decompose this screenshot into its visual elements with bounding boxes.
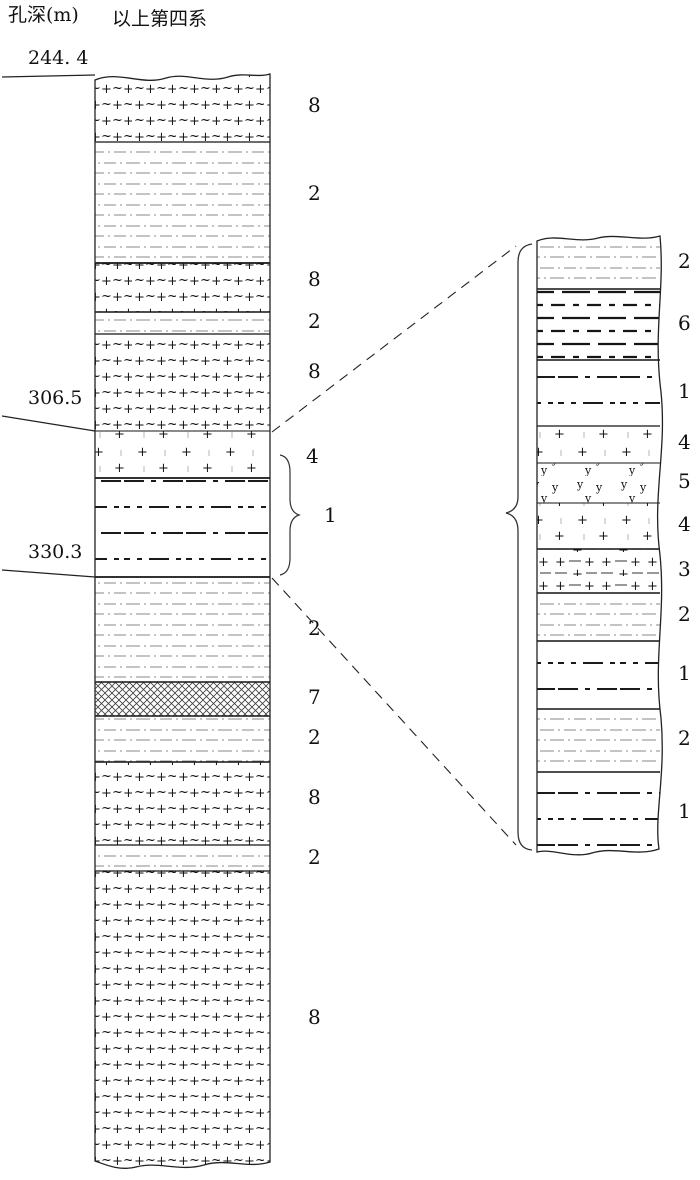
- detail-layer-label: 1: [678, 799, 691, 823]
- quaternary-note: 以上第四系: [112, 8, 207, 30]
- zoom-leader-top: [271, 245, 517, 433]
- main-layer-10: [95, 762, 270, 845]
- main-layer-1: [95, 142, 270, 263]
- detail-layer-5: [537, 503, 660, 549]
- main-layer-6: [95, 478, 270, 577]
- detail-layer-label: 4: [678, 430, 691, 454]
- depth-marks: 244. 4 306.5 330.3: [1, 47, 96, 578]
- detail-column-fills: [537, 236, 660, 855]
- detail-layer-9: [537, 709, 660, 772]
- main-layer-label: 1: [324, 503, 337, 527]
- main-layer-label: 2: [308, 845, 321, 869]
- main-layer-3: [95, 312, 270, 334]
- depth-axis-title: 孔深(m): [8, 4, 79, 26]
- main-layer-label: 8: [308, 93, 321, 117]
- main-column-outline: [94, 73, 271, 1169]
- detail-column-labels: 2 6 1 4 5 4 3 2 1 2 1: [678, 249, 691, 823]
- main-layer-label: 8: [308, 1005, 321, 1029]
- main-layer-12: [95, 871, 270, 1168]
- detail-layer-0: [537, 236, 660, 289]
- main-layer-2: [95, 263, 270, 312]
- main-layer-0: [95, 74, 270, 142]
- main-layer-label: 8: [308, 359, 321, 383]
- detail-layer-2: [537, 360, 660, 426]
- main-layer-label: 8: [308, 267, 321, 291]
- detail-layer-3: [537, 426, 660, 463]
- main-layer-7: [95, 577, 270, 682]
- main-layer-label: 8: [308, 785, 321, 809]
- main-layer-9: [95, 716, 270, 762]
- detail-layer-8: [537, 641, 660, 709]
- detail-layer-label: 1: [678, 661, 691, 685]
- main-layer-4: [95, 334, 270, 431]
- detail-layer-1: [537, 289, 660, 360]
- detail-layer-4: [537, 463, 660, 503]
- depth-mark-value: 244. 4: [28, 47, 88, 69]
- detail-column-outline: [536, 235, 664, 856]
- main-layer-label: 2: [308, 181, 321, 205]
- main-layer-8: [95, 682, 270, 716]
- main-layer-11: [95, 845, 270, 871]
- detail-layer-label: 1: [678, 379, 691, 403]
- main-layer-label: 4: [306, 444, 319, 468]
- detail-layer-label: 3: [678, 557, 691, 581]
- detail-layer-10: [537, 772, 660, 855]
- main-column-fills: [95, 74, 270, 1168]
- detail-layer-label: 6: [678, 311, 691, 335]
- detail-layer-label: 2: [678, 602, 691, 626]
- main-layer-5: [95, 431, 270, 478]
- detail-layer-6: [537, 549, 660, 593]
- detail-layer-label: 2: [678, 249, 691, 273]
- zoom-leader-bottom: [271, 577, 517, 846]
- detail-column-boundaries: [537, 288, 660, 773]
- layer-group-brace: [279, 454, 301, 576]
- main-layer-label: 2: [308, 309, 321, 333]
- depth-leader-line: [1, 74, 96, 78]
- detail-layer-label: 2: [678, 726, 691, 750]
- depth-leader-line: [1, 415, 96, 432]
- main-column-boundaries: [95, 141, 270, 872]
- detail-layer-7: [537, 593, 660, 641]
- main-column-labels: 8 2 8 2 8 4 1 2 7 2 8 2 8: [306, 93, 337, 1029]
- main-layer-label: 2: [308, 725, 321, 749]
- main-layer-label: 7: [308, 685, 321, 709]
- detail-layer-label: 4: [678, 512, 691, 536]
- depth-mark-value: 306.5: [28, 387, 82, 409]
- depth-leader-line: [1, 569, 96, 578]
- detail-layer-label: 5: [678, 469, 691, 493]
- detail-column-brace: [505, 243, 533, 851]
- depth-mark-value: 330.3: [28, 541, 82, 563]
- main-layer-label: 2: [308, 616, 321, 640]
